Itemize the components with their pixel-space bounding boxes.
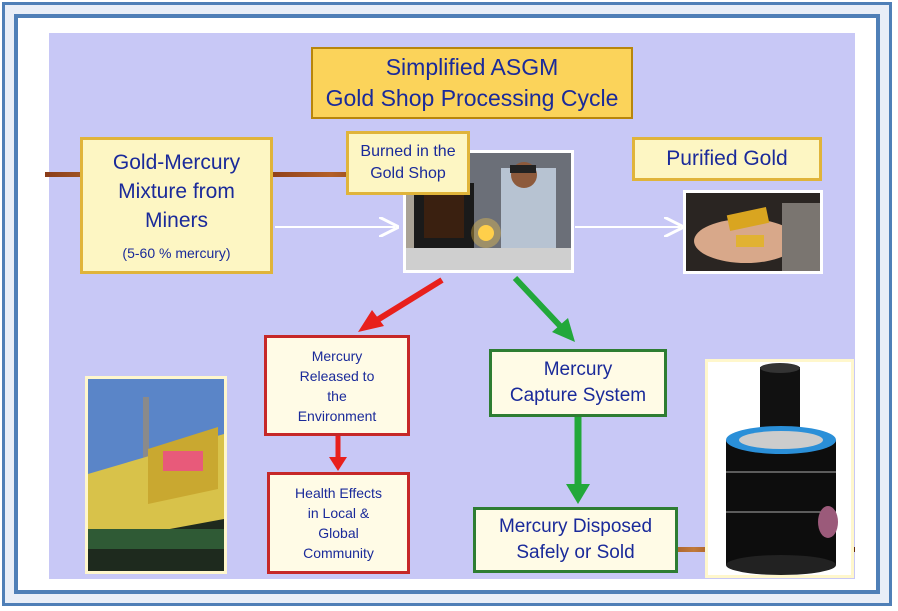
health-line-2: in Local &	[307, 505, 370, 521]
released-line-1: Mercury	[311, 347, 363, 364]
health-line-3: Global	[318, 525, 359, 541]
storefront-photo	[85, 376, 227, 574]
arrow-burned-to-released	[358, 277, 444, 332]
node-capture: Mercury Capture System	[489, 349, 667, 417]
released-line-2: Released to	[299, 367, 375, 384]
node-disposed: Mercury Disposed Safely or Sold	[473, 507, 678, 573]
disposed-line-2: Safely or Sold	[516, 542, 635, 563]
capture-line-2: Capture System	[509, 385, 647, 406]
arrow-capture-to-disposed	[566, 415, 590, 504]
node-mixture: Gold-Mercury Mixture from Miners (5-60 %…	[80, 137, 273, 274]
title-line-2: Gold Shop Processing Cycle	[325, 85, 619, 111]
gold-bars-photo	[683, 190, 823, 274]
arrow-released-to-health	[329, 435, 347, 471]
capture-device-drawing-art	[708, 362, 851, 575]
mixture-line-3: Miners	[144, 209, 208, 232]
title-line-1: Simplified ASGM	[385, 54, 559, 80]
health-line-4: Community	[303, 545, 374, 561]
storefront-photo-art	[88, 379, 224, 571]
health-line-1: Health Effects	[295, 485, 382, 501]
capture-line-1: Mercury	[543, 359, 613, 380]
mixture-line-1: Gold-Mercury	[112, 151, 241, 174]
node-burned: Burned in the Gold Shop	[346, 131, 470, 195]
arrow-burned-to-capture	[512, 275, 575, 342]
purified-label: Purified Gold	[666, 147, 788, 170]
burned-line-1: Burned in the	[360, 143, 456, 160]
released-line-4: Environment	[297, 407, 377, 424]
gold-shop-photo	[403, 150, 574, 273]
diagram-title: Simplified ASGM Gold Shop Processing Cyc…	[311, 47, 633, 119]
node-health: Health Effects in Local & Global Communi…	[267, 472, 410, 574]
capture-device-drawing	[705, 359, 854, 578]
gold-bars-photo-art	[686, 193, 820, 271]
released-line-3: the	[327, 387, 347, 404]
node-purified: Purified Gold	[632, 137, 822, 181]
disposed-line-1: Mercury Disposed	[498, 516, 653, 537]
node-released: Mercury Released to the Environment	[264, 335, 410, 436]
burned-line-2: Gold Shop	[370, 165, 446, 182]
mixture-note: (5-60 % mercury)	[122, 245, 231, 261]
mixture-line-2: Mixture from	[118, 180, 235, 203]
